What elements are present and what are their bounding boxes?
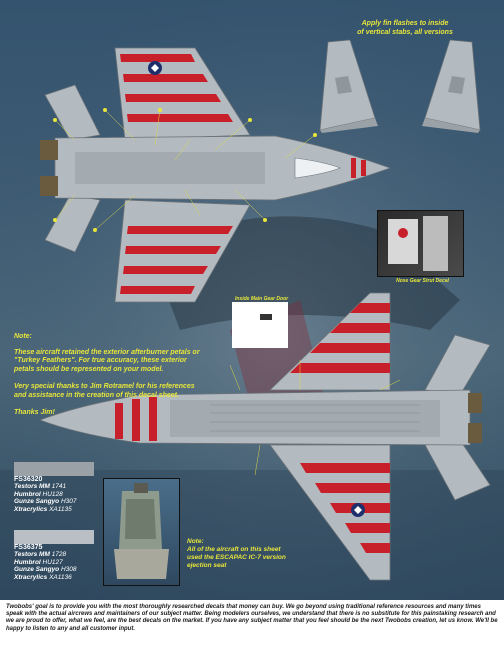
fin-note-line: Apply fin flashes to inside: [361, 20, 449, 27]
color-swatch-2: [14, 530, 94, 544]
seat-note: Note: All of the aircraft on this sheet …: [187, 538, 337, 570]
decal-callout-markers: [53, 108, 317, 232]
notes-paragraph: Thanks Jim!: [14, 409, 55, 416]
color-code-2: FS36375: [14, 544, 43, 551]
footer-statement: Twobobs' goal is to provide you with the…: [0, 600, 504, 648]
ejection-seat-photo: [103, 478, 180, 586]
notes-heading: Note:: [14, 333, 32, 340]
color-chip-2: FS36375 Testors MM 1728 Humbrol HU127 Gu…: [14, 530, 109, 581]
top-view-airframe: [40, 47, 392, 303]
notes-block: Note: These aircraft retained the exteri…: [14, 333, 204, 418]
seat-note-line: ejection seat: [187, 562, 227, 569]
vertical-stab-left: [319, 39, 378, 133]
fin-note-line: of vertical stabs, all versions: [357, 28, 453, 36]
paint-line: Humbrol HU127: [14, 558, 63, 566]
paint-line: Gunze Sangyo H308: [14, 566, 77, 573]
fin-flash-note: Apply fin flashes to inside of vertical …: [330, 20, 480, 37]
paint-line: Xtracrylics XA1136: [14, 573, 72, 581]
seat-note-line: Note:: [187, 538, 204, 545]
paint-line: Humbrol HU128: [14, 490, 63, 498]
notes-paragraph: Very special thanks to Jim Rotramel for …: [14, 383, 195, 399]
vertical-stab-right: [422, 39, 481, 133]
paint-line: Testors MM 1741: [14, 483, 67, 490]
paint-line: Testors MM 1728: [14, 551, 67, 558]
decal-leader-lines: [54, 109, 316, 231]
aircraft-bottom-view: [40, 292, 491, 581]
main-gear-door-decal: [232, 302, 288, 348]
color-chip-1: FS36320 Testors MM 1741 Humbrol HU128 Gu…: [14, 462, 109, 513]
bottom-decal-leader-lines: [229, 360, 401, 476]
color-swatch-1: [14, 462, 94, 476]
paint-line: Xtracrylics XA1135: [14, 505, 72, 513]
main-gear-caption: Inside Main Gear Door: [235, 296, 289, 302]
nose-gear-photo: [377, 210, 464, 277]
seat-note-line: used the ESCAPAC IC-7 version: [187, 554, 286, 561]
color-code-1: FS36320: [14, 476, 43, 483]
ejection-seat-graphic: [114, 483, 169, 579]
aircraft-top-view: [40, 47, 392, 303]
nose-gear-caption: Nose Gear Strut Decal: [396, 278, 449, 284]
vertical-stabs-diagram: [319, 39, 481, 133]
nose-gear-strut-graphic: [388, 216, 448, 271]
seat-note-line: All of the aircraft on this sheet: [187, 546, 281, 553]
paint-line: Gunze Sangyo H307: [14, 498, 77, 505]
notes-paragraph: These aircraft retained the exterior aft…: [14, 348, 200, 373]
